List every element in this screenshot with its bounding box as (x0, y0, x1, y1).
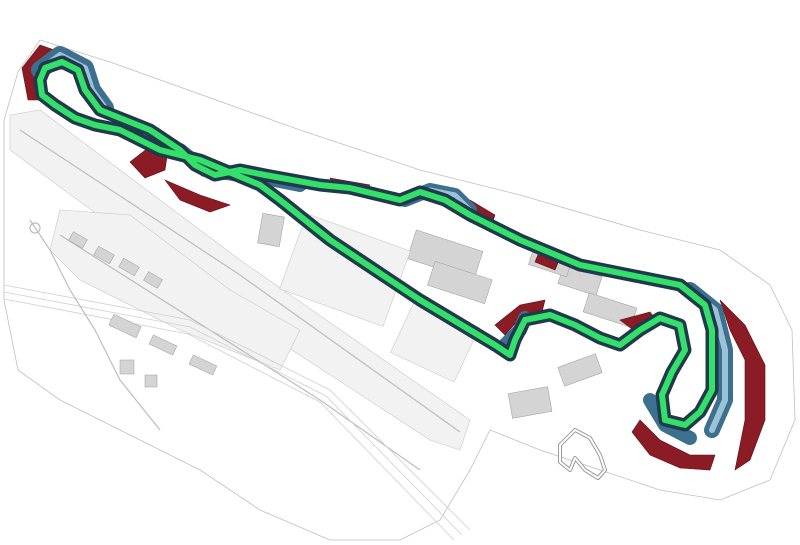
racing-line (37, 59, 715, 428)
paddock-building-2 (427, 261, 493, 304)
railway-line-2 (3, 291, 463, 536)
roundabout (29, 222, 41, 234)
runoff-red-north-2 (164, 179, 231, 213)
racing-line-path (37, 59, 715, 428)
runway-strip (9, 109, 471, 451)
structure-south-2 (507, 386, 553, 419)
structure-south (557, 353, 603, 387)
hangar-4 (143, 271, 163, 289)
karting-track (558, 428, 607, 480)
hangar-3 (118, 257, 140, 277)
apron-area (49, 209, 301, 371)
hangar-2 (93, 245, 115, 265)
terminal-1 (108, 313, 142, 339)
runway-centerline (19, 129, 461, 433)
perimeter-road (29, 219, 161, 431)
runoff-red-hairpin (631, 419, 716, 471)
runoff-red-far-east (719, 299, 766, 471)
outbuilding-3 (257, 213, 285, 247)
terminal-2 (148, 334, 178, 356)
railway-line-3 (3, 298, 455, 541)
outbuilding-2 (144, 374, 158, 388)
railway-line-1 (3, 284, 471, 531)
outbuilding-1 (119, 359, 135, 375)
karting-surface (559, 429, 606, 479)
airfield (3, 109, 471, 541)
terminal-3 (188, 354, 218, 376)
hangar-1 (68, 231, 88, 249)
